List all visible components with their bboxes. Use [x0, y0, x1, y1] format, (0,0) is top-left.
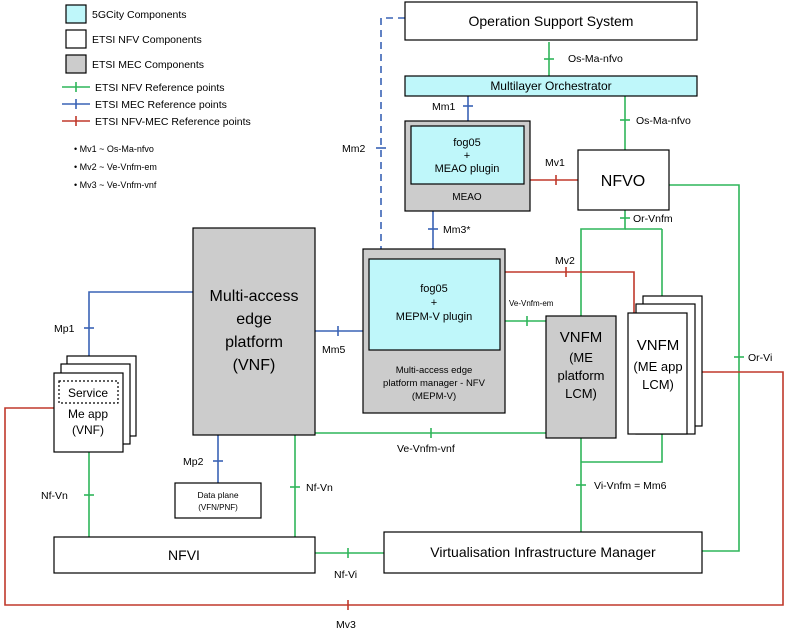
mepm-plugin-line3: MEPM-V plugin — [396, 311, 472, 323]
label-ve-vnfm-em: Ve-Vnfm-em — [509, 299, 554, 308]
nfvi-label: NFVI — [168, 547, 200, 563]
dataplane-line1: Data plane — [197, 490, 238, 500]
legend-swatch-etsi-nfv — [65, 29, 87, 49]
vim-box — [383, 531, 703, 574]
vim-label: Virtualisation Infrastructure Manager — [430, 544, 656, 560]
meao-plugin-line3: MEAO plugin — [435, 163, 500, 175]
legend-label-nfv-ref: ETSI NFV Reference points — [95, 82, 225, 94]
vnfm-platform-line1: VNFM — [560, 329, 603, 346]
dataplane-line2: (VFN/PNF) — [198, 503, 238, 512]
label-mv2: Mv2 — [555, 255, 575, 267]
mepm-line2: platform manager - NFV — [383, 378, 486, 389]
orchestrator-box — [404, 75, 698, 97]
legend-label-5gcity: 5GCity Components — [92, 9, 187, 21]
label-vi-vnfm: Vi-Vnfm = Mm6 — [594, 480, 667, 492]
link-mv3 — [4, 371, 784, 606]
link-labels: Os-Ma-nfvo Os-Ma-nfvo Mm1 Mm2 Mv1 Mm3* O… — [41, 53, 772, 631]
label-mp2: Mp2 — [183, 456, 204, 468]
legend-label-nfv-mec-ref: ETSI NFV-MEC Reference points — [95, 116, 251, 128]
nfvo-block: NFVO — [577, 149, 670, 211]
mepm-plugin-line2: + — [431, 297, 437, 309]
mepm-block: fog05 + MEPM-V plugin Multi-access edge … — [362, 248, 506, 414]
label-mm2: Mm2 — [342, 143, 365, 155]
link-vnfm-app-bottom — [581, 433, 663, 463]
meapp-stack: Service Me app (VNF) — [53, 355, 137, 453]
vnfm-platform-box — [545, 315, 617, 439]
label-mm1: Mm1 — [432, 101, 455, 113]
orchestrator-label: Multilayer Orchestrator — [490, 79, 611, 93]
oss-block: Operation Support System — [404, 1, 698, 41]
mepm-plugin-box — [368, 258, 501, 351]
dataplane-block: Data plane (VFN/PNF) — [174, 482, 262, 519]
vnfm-platform-line4: LCM) — [565, 386, 597, 401]
nfvi-block: NFVI — [53, 536, 316, 574]
mepm-line3: (MEPM-V) — [412, 391, 456, 402]
label-mv1: Mv1 — [545, 157, 565, 169]
vnfm-app-line1: VNFM — [637, 337, 680, 354]
service-box — [58, 380, 119, 404]
label-nf-vi: Nf-Vi — [334, 569, 357, 581]
meao-plugin-box — [410, 125, 525, 185]
mep-line3: platform — [225, 334, 283, 351]
legend-note-mv2: • Mv2 ~ Ve-Vnfm-em — [74, 162, 157, 172]
meapp-line1: Me app — [68, 407, 108, 421]
vnfm-platform-block: VNFM (ME platform LCM) — [545, 315, 617, 439]
dataplane-box — [174, 482, 262, 519]
label-nf-vn-mid: Nf-Vn — [306, 482, 333, 494]
oss-label: Operation Support System — [469, 13, 634, 29]
link-nfvo-vnfm — [580, 210, 626, 316]
label-mv3: Mv3 — [336, 619, 356, 631]
label-ve-vnfm-vnf: Ve-Vnfm-vnf — [397, 443, 455, 455]
label-mm3: Mm3* — [443, 224, 470, 236]
mep-line4: (VNF) — [233, 357, 276, 374]
label-nf-vn-left: Nf-Vn — [41, 490, 68, 502]
legend-note-mv1: • Mv1 ~ Os-Ma-nfvo — [74, 144, 154, 154]
link-or-vi — [669, 184, 740, 552]
orchestrator-block: Multilayer Orchestrator — [404, 75, 698, 97]
mep-line2: edge — [236, 311, 272, 328]
meao-block: fog05 + MEAO plugin MEAO — [404, 120, 531, 212]
label-or-vnfm: Or-Vnfm — [633, 213, 673, 225]
mepm-plugin-line1: fog05 — [420, 283, 448, 295]
link-mp1 — [88, 291, 193, 373]
connectors — [4, 17, 784, 610]
legend-swatch-etsi-mec — [65, 54, 87, 74]
legend: 5GCity Components ETSI NFV Components ET… — [62, 4, 251, 190]
nfvo-box — [577, 149, 670, 211]
vnfm-app-box — [627, 312, 688, 435]
service-label: Service — [68, 386, 108, 400]
label-os-ma-nfvo: Os-Ma-nfvo — [636, 115, 691, 127]
vnfm-app-line3: LCM) — [642, 377, 674, 392]
nfvo-label: NFVO — [601, 173, 645, 190]
label-or-vi: Or-Vi — [748, 352, 772, 364]
nfvi-box — [53, 536, 316, 574]
vnfm-platform-line3: platform — [558, 368, 605, 383]
meao-plugin-line1: fog05 — [453, 137, 481, 149]
legend-label-etsi-nfv: ETSI NFV Components — [92, 34, 202, 46]
vnfm-app-stack: VNFM (ME app LCM) — [627, 295, 703, 435]
meapp-line2: (VNF) — [72, 423, 104, 437]
mep-line1: Multi-access — [210, 288, 299, 305]
link-mv2 — [500, 271, 635, 313]
vnfm-platform-line2: (ME — [569, 350, 593, 365]
mep-block: Multi-access edge platform (VNF) — [192, 227, 316, 436]
vnfm-app-line2: (ME app — [633, 359, 682, 374]
label-os-ma-nfvo-top: Os-Ma-nfvo — [568, 53, 623, 65]
mepm-line1: Multi-access edge — [396, 365, 473, 376]
oss-box — [404, 1, 698, 41]
mep-box — [192, 227, 316, 436]
legend-label-mec-ref: ETSI MEC Reference points — [95, 99, 227, 111]
label-mp1: Mp1 — [54, 323, 75, 335]
label-mm5: Mm5 — [322, 344, 345, 356]
meao-plugin-line2: + — [464, 150, 470, 162]
legend-label-etsi-mec: ETSI MEC Components — [92, 59, 204, 71]
meao-label: MEAO — [452, 192, 482, 203]
legend-swatch-5gcity — [65, 4, 87, 24]
legend-note-mv3: • Mv3 ~ Ve-Vnfm-vnf — [74, 180, 157, 190]
vim-block: Virtualisation Infrastructure Manager — [383, 531, 703, 574]
link-mm2 — [380, 17, 405, 249]
